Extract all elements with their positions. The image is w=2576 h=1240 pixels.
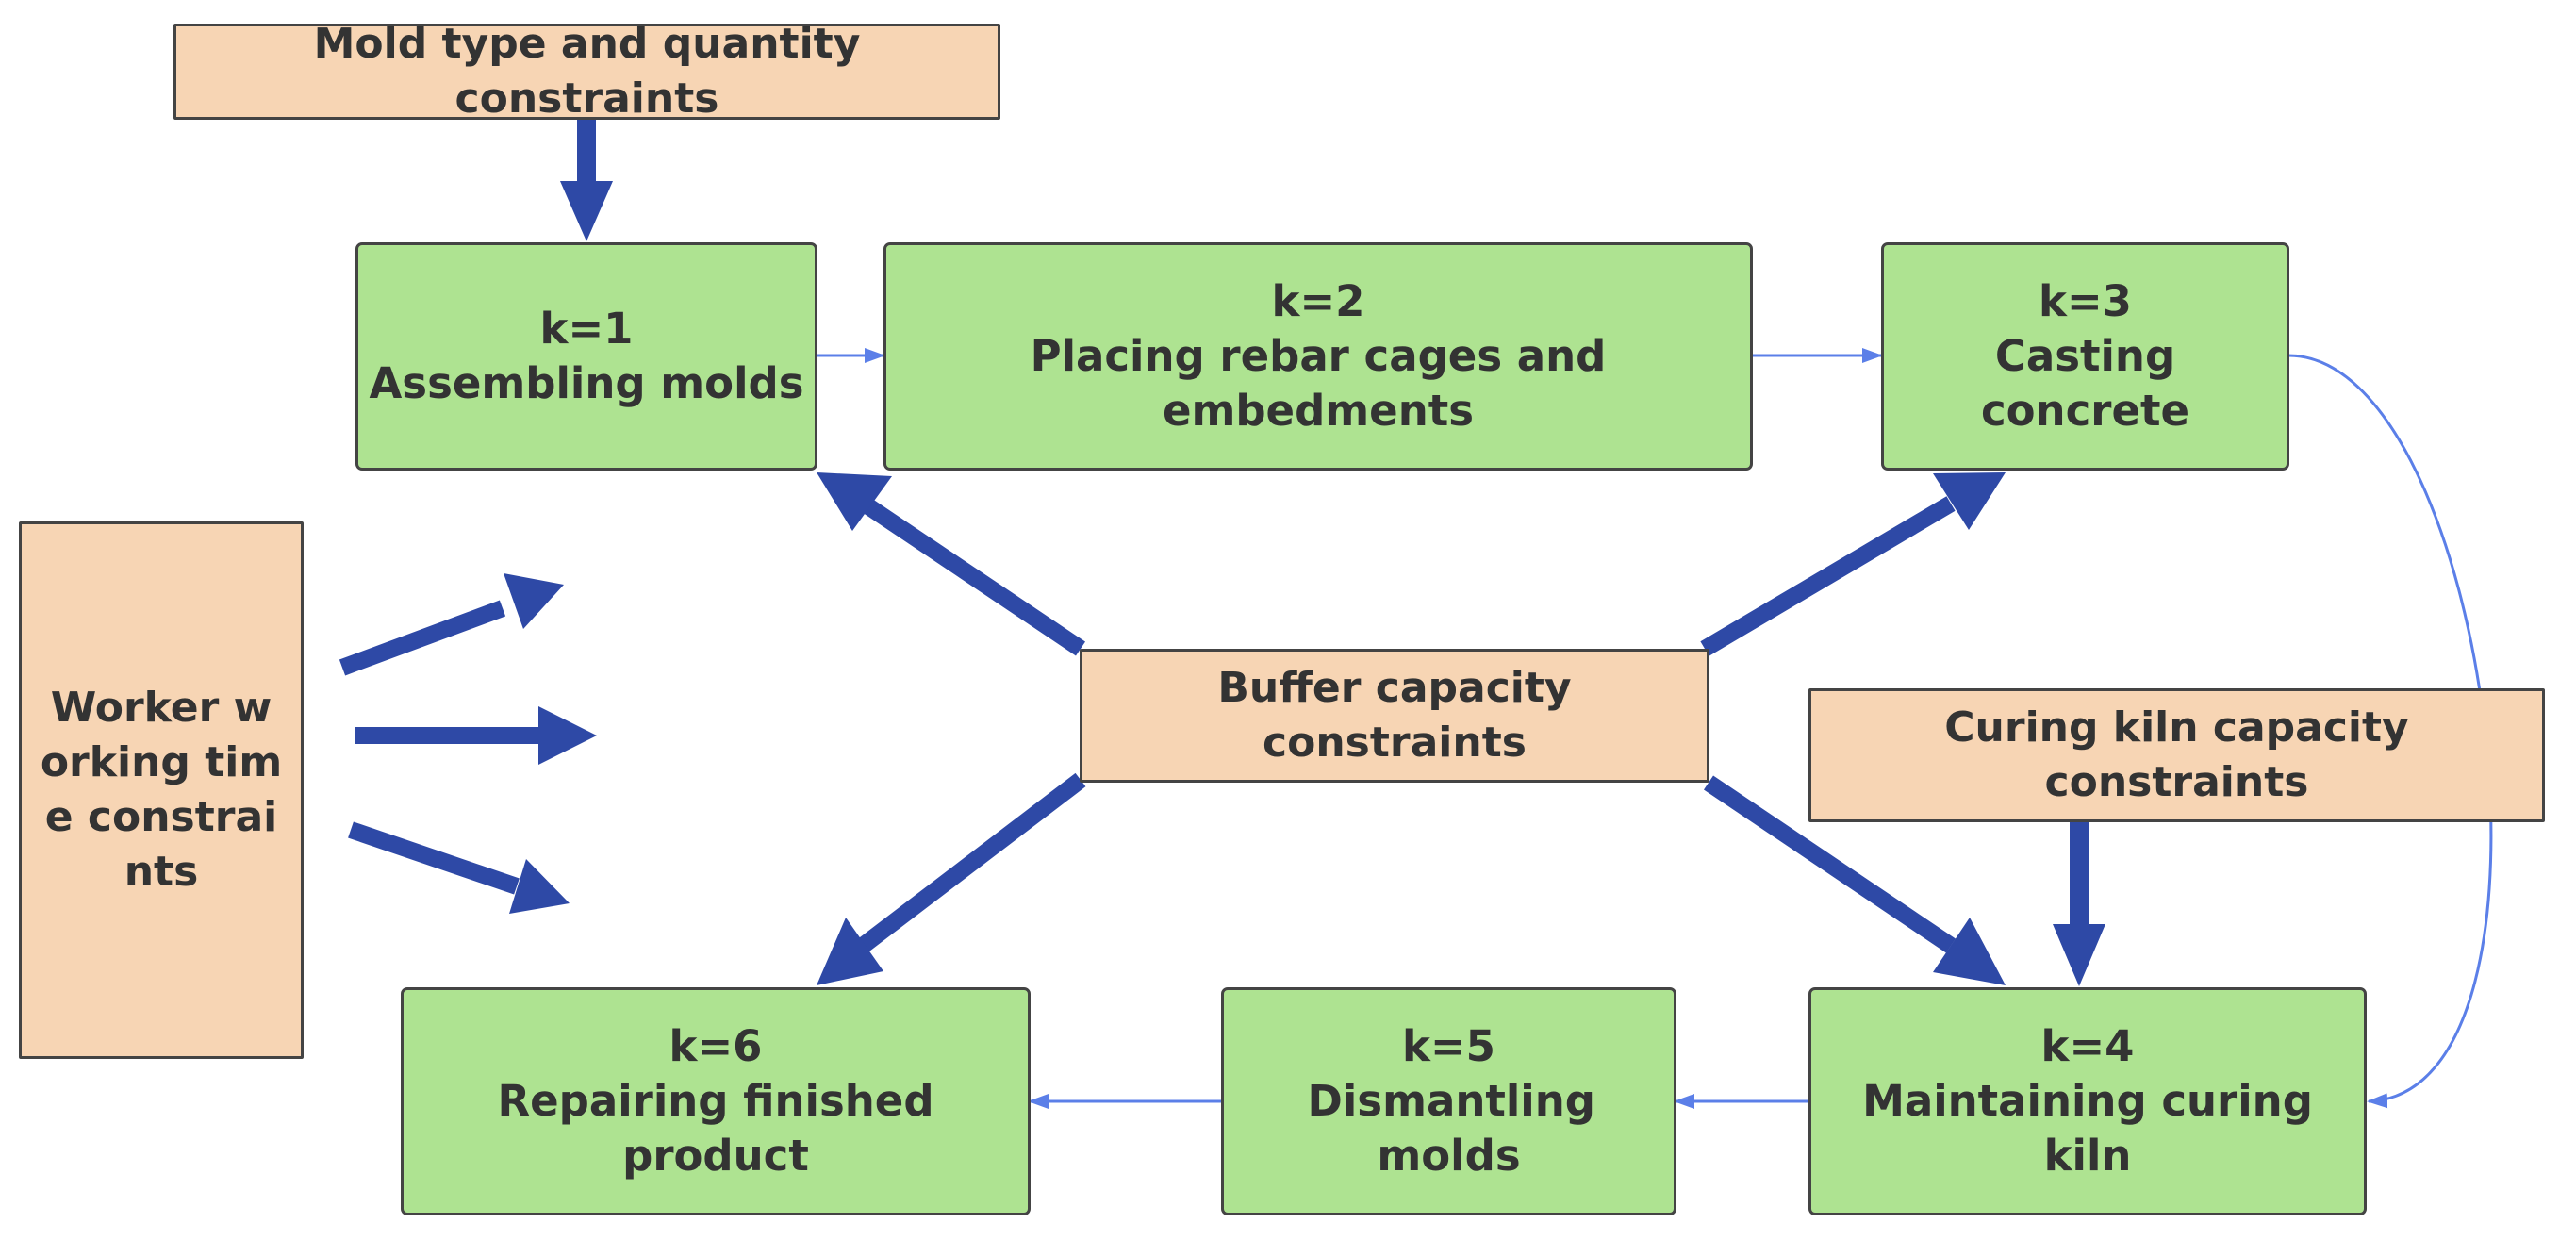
step-box-5: k=5 Dismantling molds: [1221, 987, 1676, 1215]
step-3-name: Casting concrete: [1980, 331, 2190, 436]
worker-arrow-upper-head: [504, 573, 564, 629]
buffer-constraint-label: Buffer capacity constraints: [1217, 664, 1572, 767]
step-box-4: k=4 Maintaining curing kiln: [1808, 987, 2367, 1215]
step-2-name: Placing rebar cages and embedments: [1030, 331, 1607, 436]
step-2-index: k=2: [1271, 276, 1365, 326]
step-4-index: k=4: [2040, 1021, 2135, 1071]
buffer-arrow-to-step1-shaft: [854, 493, 1086, 656]
mold-constraint-arrow: [560, 118, 613, 241]
buffer-arrow-to-step3-shaft: [1700, 496, 1956, 656]
step-box-6: k=6 Repairing finished product: [401, 987, 1031, 1215]
mold-constraint-label: Mold type and quantity constraints: [313, 20, 861, 123]
worker-constraint-box: Worker working time constraints: [19, 521, 304, 1059]
step-5-name: Dismantling molds: [1307, 1076, 1595, 1181]
step-3-index: k=3: [2039, 276, 2132, 326]
curing-constraint-box: Curing kiln capacity constraints: [1808, 688, 2545, 822]
buffer-arrow-to-step4-shaft: [1703, 775, 1957, 953]
worker-arrow-lower-head: [509, 859, 570, 914]
worker-constraint-label: Worker working time constraints: [40, 684, 283, 896]
curing-constraint-arrow: [2053, 820, 2105, 986]
step-6-name: Repairing finished product: [497, 1076, 934, 1181]
curing-constraint-label: Curing kiln capacity constraints: [1944, 703, 2409, 806]
step-6-index: k=6: [669, 1021, 763, 1071]
step-1-name: Assembling molds: [369, 358, 804, 408]
step-4-name: Maintaining curing kiln: [1862, 1076, 2313, 1181]
buffer-arrow-to-step6-shaft: [857, 772, 1086, 953]
step-1-index: k=1: [539, 304, 634, 354]
step-box-1: k=1 Assembling molds: [355, 242, 817, 471]
buffer-arrow-to-step1-head: [817, 472, 892, 531]
mold-constraint-box: Mold type and quantity constraints: [173, 20, 1000, 123]
buffer-constraint-box: Buffer capacity constraints: [1080, 649, 1709, 783]
worker-arrow-upper-shaft: [339, 600, 506, 676]
step-5-index: k=5: [1402, 1021, 1495, 1071]
worker-arrow-middle-head: [538, 706, 597, 765]
step-box-3: k=3 Casting concrete: [1881, 242, 2289, 471]
buffer-arrow-to-step6-head: [817, 918, 883, 985]
buffer-arrow-to-step4-head: [1933, 918, 2006, 985]
step-box-2: k=2 Placing rebar cages and embedments: [883, 242, 1753, 471]
worker-arrow-lower-shaft: [348, 821, 520, 895]
buffer-arrow-to-step3-head: [1933, 472, 2006, 530]
